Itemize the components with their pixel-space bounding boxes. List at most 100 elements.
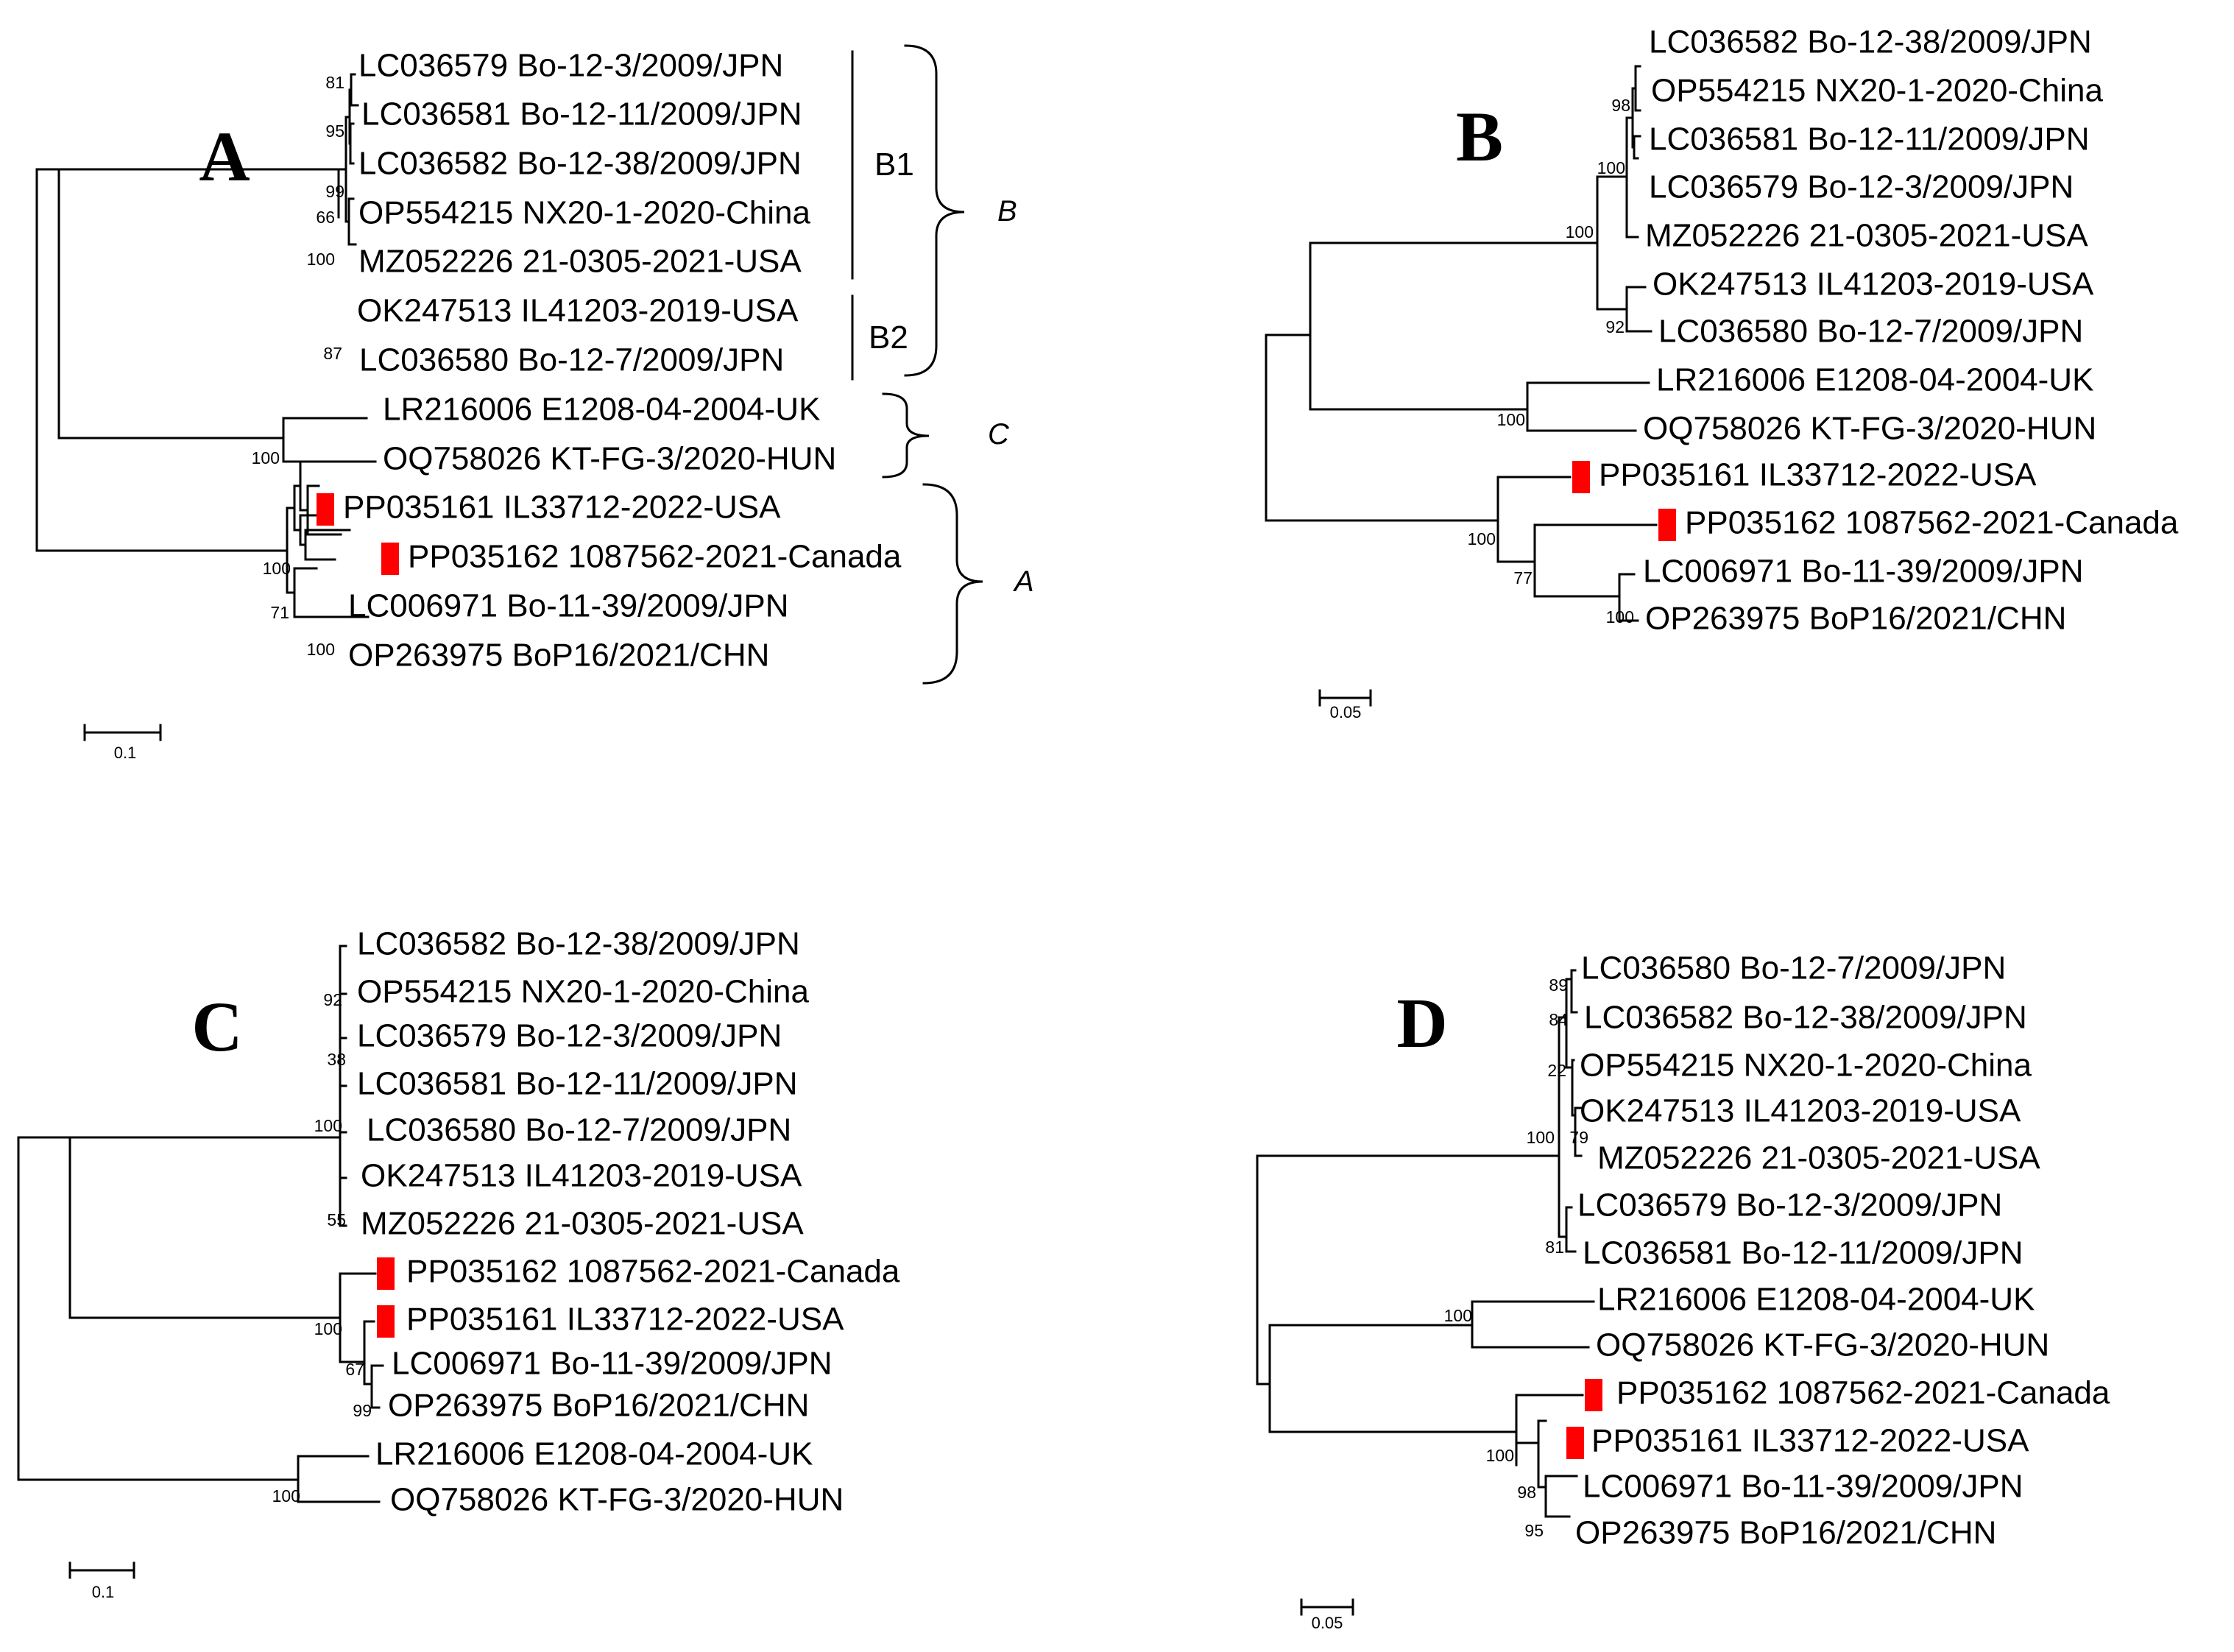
scale-bar (68, 1561, 135, 1579)
scale-label: 0.1 (114, 744, 137, 762)
bootstrap: 100 (307, 640, 335, 659)
leaf-label: PP035161 IL33712-2022-USA (1599, 457, 2037, 493)
bootstrap: 22 (1547, 1061, 1566, 1080)
leaf-label: PP035161 IL33712-2022-USA (1591, 1423, 2029, 1459)
bootstrap: 100 (1527, 1128, 1555, 1147)
scale-bar (1300, 1598, 1354, 1616)
bootstrap: 100 (314, 1116, 342, 1135)
leaf-label: OK247513 IL41203-2019-USA (361, 1158, 802, 1194)
scale-label: 0.1 (92, 1583, 115, 1601)
bootstrap: 100 (1497, 410, 1525, 429)
bootstrap: 98 (1611, 96, 1630, 115)
bootstrap: 100 (1468, 529, 1496, 548)
highlight-marker (1566, 1427, 1584, 1459)
leaf-label: LC036579 Bo-12-3/2009/JPN (357, 1018, 782, 1054)
leaf-label: PP035162 1087562-2021-Canada (1685, 505, 2179, 541)
panel-a-label: A (199, 117, 250, 196)
clade-label-b: B (997, 195, 1017, 227)
panel-b-label: B (1456, 97, 1503, 176)
bootstrap: 87 (323, 344, 342, 363)
bootstrap: 98 (1517, 1483, 1536, 1502)
leaf-label: OP554215 NX20-1-2020-China (1580, 1048, 2032, 1084)
leaf-label: OP263975 BoP16/2021/CHN (348, 638, 769, 674)
leaf-label: LC036582 Bo-12-38/2009/JPN (1649, 24, 2092, 60)
leaf-label: LC036580 Bo-12-7/2009/JPN (367, 1112, 791, 1148)
panel-a-branches (35, 73, 377, 618)
scale-label: 0.05 (1312, 1614, 1343, 1632)
bootstrap: 81 (1545, 1238, 1564, 1257)
leaf-label: LC036580 Bo-12-7/2009/JPN (1658, 314, 2083, 350)
leaf-label: MZ052226 21-0305-2021-USA (1645, 218, 2088, 254)
leaf-label: LC036582 Bo-12-38/2009/JPN (358, 146, 802, 182)
bootstrap: 84 (1549, 1010, 1568, 1029)
clade-label-c: C (988, 418, 1010, 451)
leaf-label: OP263975 BoP16/2021/CHN (1645, 601, 2066, 637)
leaf-label: OP554215 NX20-1-2020-China (357, 974, 809, 1010)
bootstrap: 100 (252, 448, 280, 467)
bootstrap: 95 (325, 121, 344, 141)
leaf-label: LC006971 Bo-11-39/2009/JPN (348, 588, 789, 624)
panel-c: C 92 38 100 55 100 67 99 100 LC036582 Bo… (17, 926, 900, 1601)
leaf-label: MZ052226 21-0305-2021-USA (1597, 1140, 2040, 1176)
leaf-label: LC036582 Bo-12-38/2009/JPN (1584, 1000, 2027, 1036)
bootstrap: 71 (270, 603, 289, 622)
scale-bar (83, 724, 162, 741)
panel-d: D 89 84 22 100 79 81 100 100 98 95 LC036… (1256, 950, 2110, 1632)
clade-brace-b (904, 44, 965, 377)
bootstrap: 77 (1513, 568, 1533, 587)
leaf-label: OK247513 IL41203-2019-USA (357, 293, 799, 329)
leaf-label: LC036580 Bo-12-7/2009/JPN (359, 342, 784, 378)
panel-d-branches (1256, 969, 1595, 1518)
leaf-label: LC036579 Bo-12-3/2009/JPN (1577, 1187, 2002, 1224)
leaf-label: PP035162 1087562-2021-Canada (1616, 1375, 2110, 1411)
highlight-marker (377, 1305, 395, 1338)
bootstrap: 100 (272, 1486, 300, 1505)
panel-c-branches (17, 945, 384, 1503)
leaf-label: PP035162 1087562-2021-Canada (408, 539, 902, 575)
leaf-label: OQ758026 KT-FG-3/2020-HUN (1643, 411, 2096, 447)
bootstrap: 89 (1549, 975, 1568, 995)
scale-bar (1318, 689, 1372, 707)
bootstrap: 92 (323, 990, 342, 1009)
panel-d-label: D (1396, 984, 1447, 1062)
highlight-marker (377, 1257, 395, 1290)
bootstrap: 55 (327, 1210, 346, 1229)
leaf-label: LC036581 Bo-12-11/2009/JPN (361, 96, 802, 133)
bootstrap: 100 (314, 1319, 342, 1338)
leaf-label: OQ758026 KT-FG-3/2020-HUN (390, 1482, 844, 1518)
highlight-marker (1658, 509, 1676, 541)
leaf-label: OP263975 BoP16/2021/CHN (388, 1388, 809, 1424)
bootstrap: 100 (1606, 607, 1634, 626)
leaf-label: PP035161 IL33712-2022-USA (343, 490, 781, 526)
leaf-label: LC006971 Bo-11-39/2009/JPN (1643, 554, 2084, 590)
highlight-marker (381, 543, 399, 575)
bootstrap: 79 (1569, 1128, 1588, 1147)
leaf-label: LC006971 Bo-11-39/2009/JPN (392, 1346, 833, 1382)
subclade-label-b1: B1 (874, 147, 914, 183)
leaf-label: OK247513 IL41203-2019-USA (1580, 1093, 2021, 1129)
bootstrap: 100 (1444, 1306, 1472, 1325)
bootstrap: 81 (325, 73, 344, 92)
leaf-label: PP035162 1087562-2021-Canada (406, 1254, 900, 1290)
leaf-label: LC036579 Bo-12-3/2009/JPN (1649, 169, 2074, 205)
bootstrap: 100 (307, 250, 335, 269)
leaf-label: LC036579 Bo-12-3/2009/JPN (358, 48, 783, 84)
leaf-label: OQ758026 KT-FG-3/2020-HUN (1596, 1327, 2049, 1363)
bootstrap: 99 (353, 1401, 372, 1420)
highlight-marker (1572, 461, 1590, 493)
leaf-label: OQ758026 KT-FG-3/2020-HUN (383, 441, 836, 477)
clade-brace-a (922, 483, 983, 685)
leaf-label: LR216006 E1208-04-2004-UK (1656, 362, 2093, 398)
panel-a: A 81 95 99 66 100 87 100 100 71 100 LC03… (35, 44, 1034, 762)
leaf-label: MZ052226 21-0305-2021-USA (358, 244, 802, 280)
leaf-label: MZ052226 21-0305-2021-USA (361, 1206, 804, 1242)
leaf-label: LC036582 Bo-12-38/2009/JPN (357, 926, 800, 962)
leaf-label: LC036581 Bo-12-11/2009/JPN (1583, 1235, 2023, 1271)
bootstrap: 95 (1524, 1521, 1544, 1540)
leaf-label: LC036581 Bo-12-11/2009/JPN (357, 1066, 798, 1102)
highlight-marker (1585, 1379, 1602, 1411)
subclade-label-b2: B2 (869, 320, 908, 356)
bootstrap: 38 (327, 1050, 346, 1069)
panel-b: B 98 100 100 92 100 100 77 100 LC036582 … (1265, 24, 2179, 721)
